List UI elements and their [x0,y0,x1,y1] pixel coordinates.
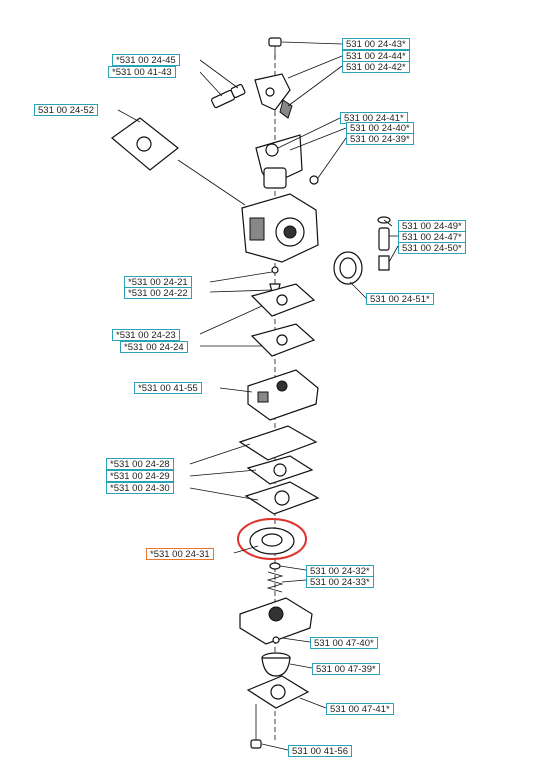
needle-part [279,99,293,119]
idle-screw-part [210,83,246,109]
primer-bulb-part [261,652,291,677]
bulb-gasket-part [246,675,310,709]
long-bolt-part [250,704,262,749]
label-531-00-24-29[interactable]: *531 00 24-29 [106,470,174,482]
seal-ring-part [333,251,363,285]
highlighted-part-24-31 [237,518,307,560]
gasket-upper-part [250,283,316,317]
throttle-shaft-part [255,134,319,189]
highlight-circle [237,518,307,560]
label-531-00-47-39[interactable]: 531 00 47-39* [312,663,380,675]
label-531-00-24-33[interactable]: 531 00 24-33* [306,576,374,588]
label-531-00-41-43[interactable]: *531 00 41-43 [108,66,176,78]
top-screw-part [268,37,282,58]
carburetor-body-part [241,193,319,263]
pump-body-part [247,369,319,421]
label-531-00-24-43[interactable]: 531 00 24-43* [342,38,410,50]
label-531-00-24-51[interactable]: 531 00 24-51* [366,293,434,305]
label-531-00-24-31-highlighted[interactable]: *531 00 24-31 [146,548,214,560]
spring-part [266,562,284,593]
label-531-00-24-24[interactable]: *531 00 24-24 [120,341,188,353]
label-531-00-24-50[interactable]: 531 00 24-50* [398,242,466,254]
label-531-00-24-52[interactable]: 531 00 24-52 [34,104,98,116]
gasket-lower-part [250,323,316,357]
right-valve-parts [377,216,391,271]
label-531-00-24-45[interactable]: *531 00 24-45 [112,54,180,66]
diaphragm-lower-part [244,481,320,515]
label-531-00-47-40[interactable]: 531 00 47-40* [310,637,378,649]
label-531-00-24-39[interactable]: 531 00 24-39* [346,133,414,145]
label-531-00-41-55[interactable]: *531 00 41-55 [134,382,202,394]
label-531-00-24-30[interactable]: *531 00 24-30 [106,482,174,494]
lever-bracket-part [254,73,291,111]
label-531-00-24-40[interactable]: 531 00 24-40* [346,122,414,134]
leader-lines [117,41,399,751]
label-531-00-24-23[interactable]: *531 00 24-23 [112,329,180,341]
diaphragm-upper-part [238,425,318,461]
label-531-00-24-42[interactable]: 531 00 24-42* [342,61,410,73]
diaphragm-middle-part [246,455,314,485]
metering-cover-part [239,597,313,645]
label-531-00-41-56[interactable]: 531 00 41-56 [288,745,352,757]
label-531-00-24-28[interactable]: *531 00 24-28 [106,458,174,470]
label-531-00-47-41[interactable]: 531 00 47-41* [326,703,394,715]
label-531-00-24-22[interactable]: *531 00 24-22 [124,287,192,299]
cover-plate-part [111,117,246,206]
